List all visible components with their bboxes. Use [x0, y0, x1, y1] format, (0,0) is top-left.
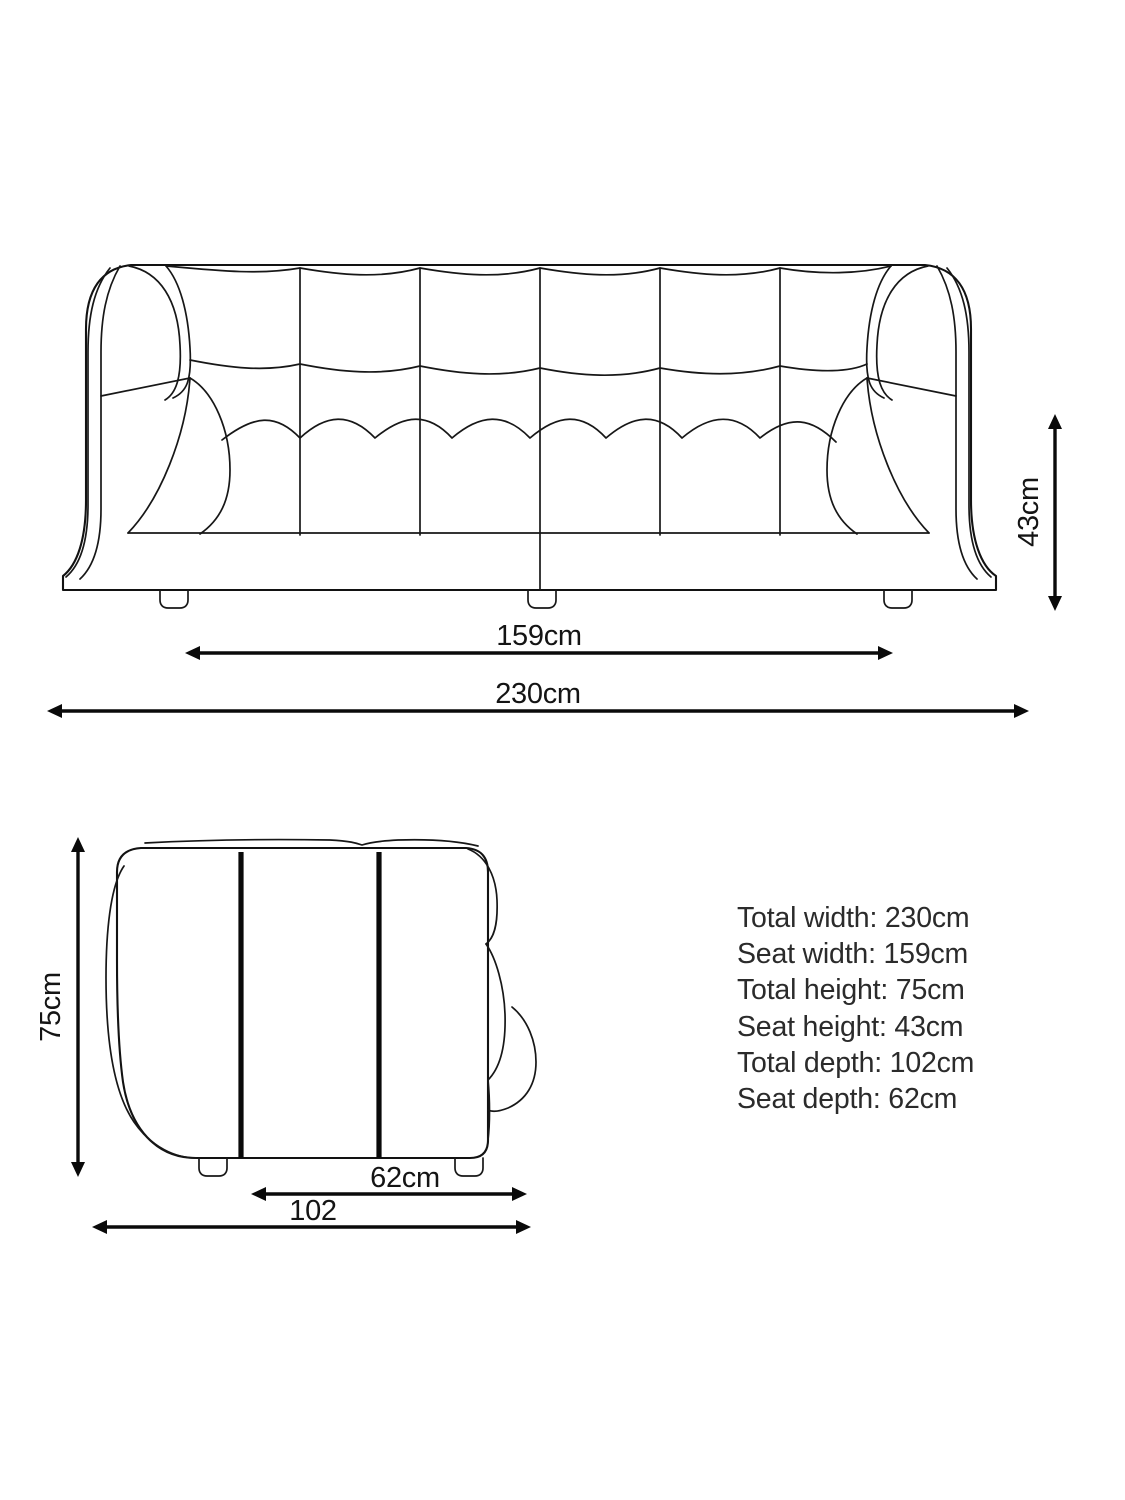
left-arm-outer-roll [65, 267, 111, 578]
side-front-outer-contour [105, 865, 197, 1159]
seat-depth-dim-label: 62cm [370, 1162, 440, 1194]
side-top-edge-line [144, 838, 479, 847]
left-arm-sweep [189, 377, 231, 535]
side-back-cushion-lower [485, 943, 506, 1081]
side-armrest-bulge [487, 1006, 537, 1113]
right-arm-inner-roll [936, 265, 978, 580]
specifications-list: Total width: 230cm Seat width: 159cm Tot… [737, 900, 1067, 1117]
side-view-dimensions: 75cm 62cm 102 [35, 837, 531, 1234]
total-depth-dim-label: 102 [289, 1195, 337, 1227]
front-view-drawing [61, 263, 998, 609]
right-arm-inner-edge [865, 265, 892, 399]
spec-seat-height: Seat height: 43cm [737, 1010, 964, 1043]
spec-seat-width: Seat width: 159cm [737, 938, 969, 971]
side-foot-left [198, 1157, 228, 1177]
side-foot-right [454, 1157, 484, 1177]
right-arm-outer-roll [946, 267, 992, 578]
backrest-top-scallop [165, 265, 892, 276]
seat-top-seam [221, 418, 837, 443]
side-back-lower-edge [487, 1079, 491, 1141]
right-arm-seam-diagonal [866, 377, 957, 397]
front-foot-center [527, 589, 557, 609]
total-height-dim-label: 75cm [35, 972, 67, 1042]
left-arm-pad-curve [128, 265, 182, 401]
spec-total-width: Total width: 230cm [737, 902, 970, 934]
left-arm-base-diagonal [127, 377, 191, 534]
spec-seat-depth: Seat depth: 62cm [737, 1083, 958, 1116]
left-arm-seam-diagonal [100, 377, 191, 397]
backrest-mid-seam [189, 359, 868, 376]
seat-height-dim-label: 43cm [1013, 477, 1045, 547]
total-width-dim-label: 230cm [495, 678, 581, 710]
left-arm-inner-roll [79, 265, 121, 580]
spec-total-height: Total height: 75cm [737, 974, 965, 1007]
side-back-cushion-upper [467, 848, 498, 945]
side-view-drawing [105, 838, 537, 1177]
front-view-dimensions: 43cm 159cm 230cm [47, 414, 1062, 718]
seat-width-dim-label: 159cm [496, 620, 582, 652]
left-arm-inner-edge [165, 265, 192, 399]
sofa-front-outline [61, 263, 998, 592]
spec-total-depth: Total depth: 102cm [737, 1046, 975, 1079]
sofa-side-outline [115, 846, 490, 1160]
front-foot-left [159, 589, 189, 609]
front-foot-right [883, 589, 913, 609]
right-arm-pad-curve [875, 265, 929, 401]
right-arm-sweep [826, 377, 868, 535]
right-arm-base-diagonal [866, 377, 930, 534]
